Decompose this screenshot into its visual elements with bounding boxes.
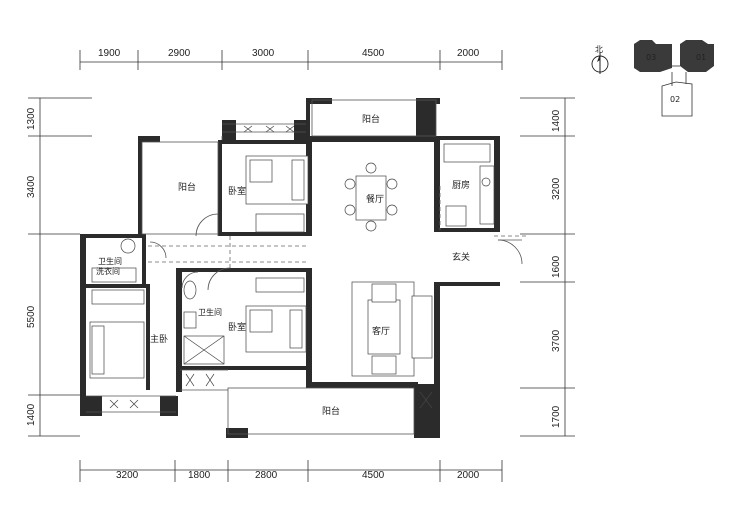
dim-left-1: 1300 xyxy=(26,107,37,130)
dim-bottom-3: 2800 xyxy=(255,470,278,481)
bathroom-fixtures xyxy=(91,238,225,365)
dim-top-3: 3000 xyxy=(252,48,275,59)
dim-right-2: 3200 xyxy=(551,177,562,200)
label-bathroom-2: 卫生间 xyxy=(198,307,222,317)
key-unit-02: 02 xyxy=(670,95,680,104)
label-balcony-top: 阳台 xyxy=(362,113,380,125)
label-master-bedroom: 主卧 xyxy=(150,333,168,345)
dim-bottom-4: 4500 xyxy=(362,470,385,481)
label-bedroom-north: 卧室 xyxy=(228,185,246,197)
door-swings xyxy=(149,213,523,291)
north-arrow-icon: 北 xyxy=(591,45,609,74)
living-furniture xyxy=(351,281,433,377)
walls xyxy=(80,98,500,438)
dim-top-4: 4500 xyxy=(362,48,385,59)
dim-left-2: 3400 xyxy=(26,175,37,198)
label-laundry: 洗衣间 xyxy=(96,266,120,276)
north-label: 北 xyxy=(595,45,603,54)
dim-top-1: 1900 xyxy=(98,48,121,59)
dim-top-5: 2000 xyxy=(457,48,480,59)
key-unit-01: 01 xyxy=(696,53,706,62)
dim-bottom-2: 1800 xyxy=(188,470,211,481)
dim-right-1: 1400 xyxy=(551,109,562,132)
key-plan: 03 01 02 xyxy=(634,40,714,117)
window-hatches xyxy=(109,125,433,409)
dim-left-4: 1400 xyxy=(26,403,37,426)
label-balcony-left: 阳台 xyxy=(178,181,196,193)
bed-north xyxy=(245,155,309,233)
bed-south xyxy=(245,277,307,353)
dim-top-2: 2900 xyxy=(168,48,191,59)
dim-bottom-5: 2000 xyxy=(457,470,480,481)
dim-right-3: 1600 xyxy=(551,255,562,278)
dim-right-5: 1700 xyxy=(551,405,562,428)
label-dining: 餐厅 xyxy=(366,193,384,205)
label-bathroom-1: 卫生间 xyxy=(98,256,122,266)
label-bedroom-south: 卧室 xyxy=(228,321,246,333)
dim-left-3: 5500 xyxy=(26,305,37,328)
label-entrance: 玄关 xyxy=(452,251,470,263)
dimension-lines xyxy=(28,50,575,482)
label-kitchen: 厨房 xyxy=(452,179,470,191)
dining-table xyxy=(344,162,398,232)
key-unit-03: 03 xyxy=(646,53,656,62)
balcony-outlines xyxy=(86,99,437,435)
kitchen-counter xyxy=(443,143,495,227)
bed-master xyxy=(89,289,145,379)
dashed-lines xyxy=(148,136,526,268)
dim-right-4: 3700 xyxy=(551,329,562,352)
label-balcony-bottom: 阳台 xyxy=(322,405,340,417)
dim-bottom-1: 3200 xyxy=(116,470,139,481)
label-living: 客厅 xyxy=(372,325,390,337)
